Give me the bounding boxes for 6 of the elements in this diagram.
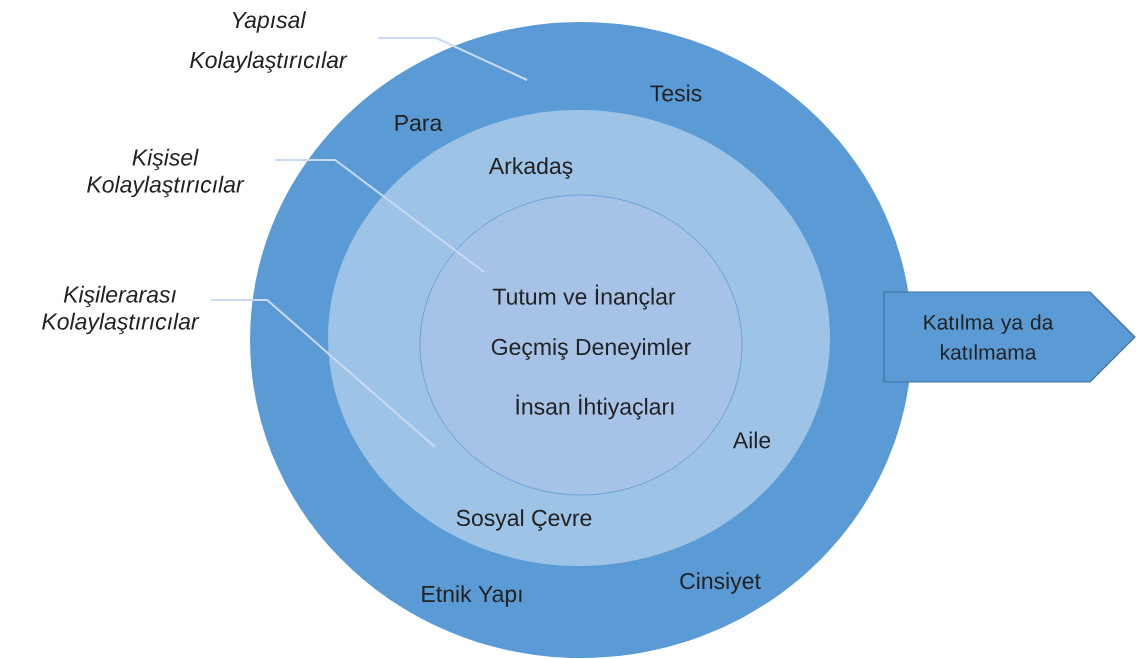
category-label: Kişisel Kolaylaştırıcılar — [87, 148, 245, 198]
arrow-box: Katılma ya da katılmama — [883, 291, 1136, 383]
category-label: Kişilerarası Kolaylaştırıcılar — [42, 285, 200, 335]
leader-line — [377, 37, 528, 81]
leader-line — [274, 159, 485, 273]
leader-line — [210, 299, 436, 448]
